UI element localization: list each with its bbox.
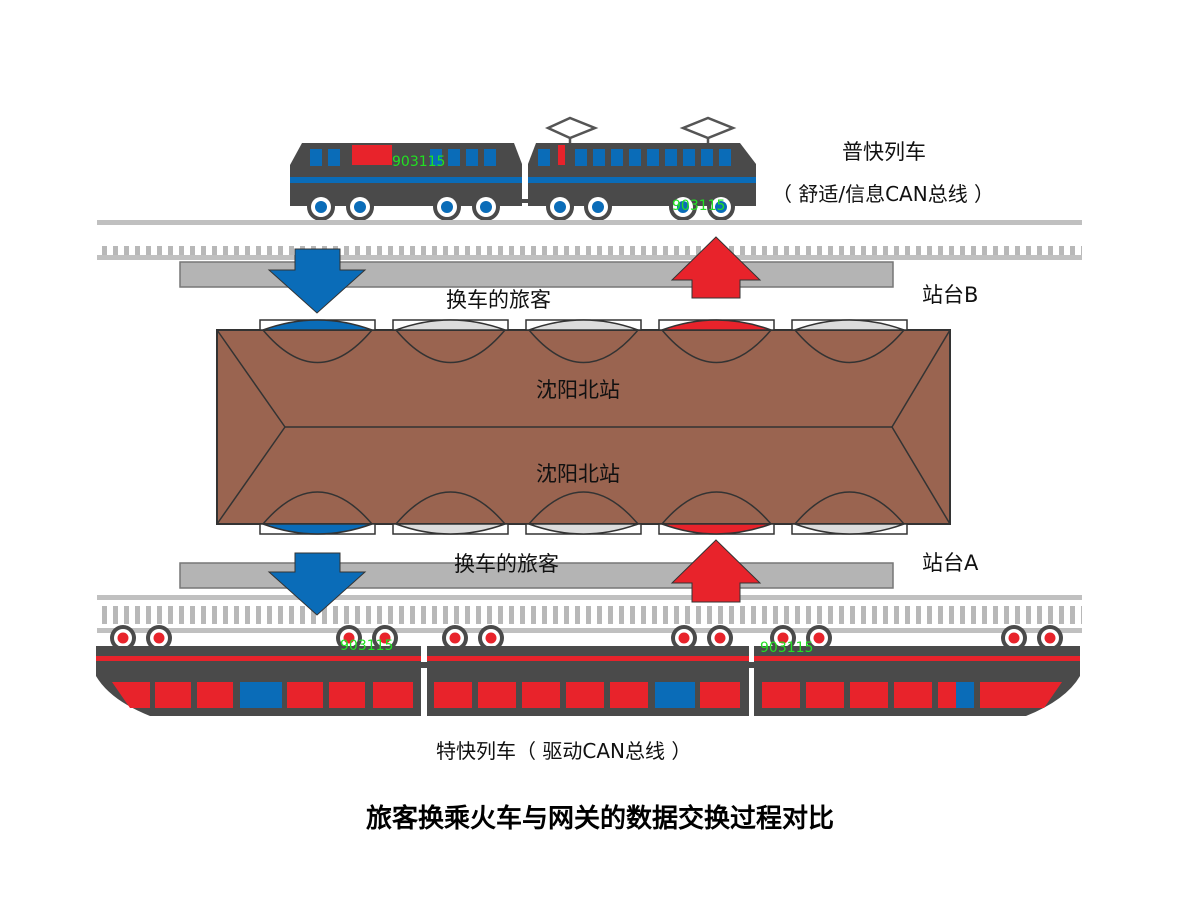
express-train: 903115 903115 (96, 625, 1080, 716)
gate-icon (791, 491, 908, 535)
platform-a-label: 站台A (922, 551, 979, 575)
arrow-up-icon (670, 236, 762, 299)
express-car-code-1: 903115 (340, 638, 393, 654)
station-gates-top (259, 319, 908, 364)
track-bottom (97, 595, 1082, 633)
gate-icon (658, 319, 775, 364)
station-name-bottom: 沈阳北站 (536, 462, 620, 486)
gate-icon (525, 319, 642, 364)
ordinary-train-bus-label: （ 舒适/信息CAN总线 ） (772, 182, 995, 206)
express-car-code-2: 903115 (760, 640, 813, 656)
ordinary-car-code-1: 903115 (392, 154, 445, 170)
arrow-up-icon (670, 539, 762, 603)
express-train-wheels (110, 625, 1063, 651)
ordinary-train: 903115 903115 (290, 116, 756, 221)
gate-icon (791, 319, 908, 364)
express-train-label: 特快列车（ 驱动CAN总线 ） (436, 739, 692, 763)
gate-icon (392, 491, 509, 535)
passengers-label-upper: 换车的旅客 (446, 288, 551, 312)
track-top (97, 220, 1082, 260)
express-train-car (754, 646, 1080, 716)
ordinary-train-locomotive (528, 143, 756, 206)
express-train-car (96, 646, 421, 716)
figure-caption: 旅客换乘火车与网关的数据交换过程对比 (365, 804, 834, 834)
ordinary-train-car (290, 143, 522, 206)
station-gates-bottom (259, 491, 908, 535)
platform-b-label: 站台B (922, 283, 979, 307)
ordinary-car-code-2: 903115 (672, 198, 725, 214)
gate-icon (392, 319, 509, 364)
express-train-car (427, 646, 749, 716)
ordinary-train-title: 普快列车 (842, 140, 926, 164)
arrow-down-icon (267, 552, 367, 616)
pantograph-icon (544, 116, 737, 144)
arrow-down-icon (267, 248, 367, 314)
gate-icon (658, 491, 775, 535)
station-name-top: 沈阳北站 (536, 378, 620, 402)
passengers-label-lower: 换车的旅客 (454, 552, 559, 576)
ordinary-train-wheels (307, 193, 735, 221)
gate-icon (259, 491, 376, 535)
gate-icon (259, 319, 376, 364)
station-building (216, 329, 951, 525)
gate-icon (525, 491, 642, 535)
